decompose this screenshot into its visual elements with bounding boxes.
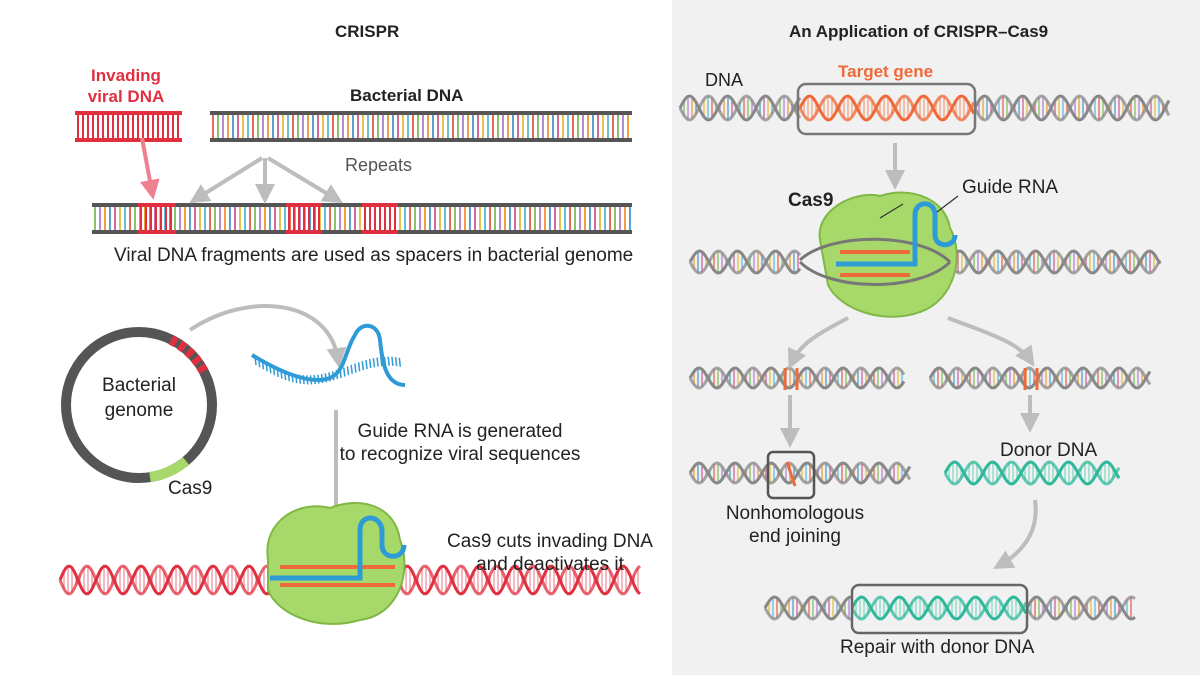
repair-box — [850, 583, 1029, 635]
genome-line1: Bacterial — [102, 375, 176, 396]
dna-helix-right — [973, 94, 1171, 122]
viral-dna-ladder — [75, 111, 182, 142]
nhej-helix — [688, 461, 912, 485]
nhej-join-mark — [785, 461, 797, 487]
cas9-right-label: Cas9 — [788, 190, 834, 211]
nhej-line2: end joining — [749, 526, 841, 547]
cuts-line1: Cas9 cuts invading DNA — [447, 531, 653, 552]
dna-helix-left — [678, 94, 802, 122]
cuts-line2: and deactivates it — [476, 554, 624, 575]
right-title: An Application of CRISPR–Cas9 — [789, 22, 1049, 41]
left-title: CRISPR — [335, 22, 400, 41]
nhej-label: Nonhomologous end joining — [700, 502, 890, 548]
viral-helix-left — [58, 564, 271, 596]
cas9-complex-right — [798, 191, 959, 318]
split-arrow-right — [947, 316, 1035, 367]
repair-donor-helix — [850, 595, 1028, 621]
bound-helix-right — [948, 249, 1162, 275]
repair-helix-left — [763, 595, 852, 621]
cut-helix-b — [928, 366, 1152, 390]
cas9-gene-label: Cas9 — [168, 478, 213, 499]
viral-insert-arrow — [139, 137, 160, 200]
dna-label: DNA — [705, 70, 744, 90]
viral-dna-helix — [58, 564, 641, 596]
bacterial-dna-label: Bacterial DNA — [350, 86, 464, 105]
nhej-line1: Nonhomologous — [725, 503, 865, 524]
invading-line2: viral DNA — [87, 87, 165, 106]
bacterial-dna-ladders — [75, 111, 632, 234]
guide-line2: to recognize viral sequences — [339, 444, 581, 465]
guide-rna-caption: Guide RNA is generated to recognize vira… — [335, 420, 585, 466]
bacterial-genome-circle — [61, 327, 217, 483]
spacers-caption: Viral DNA fragments are used as spacers … — [114, 245, 634, 266]
target-gene-helix — [798, 94, 976, 122]
guide-rna-hairpin — [250, 323, 406, 387]
guide-rna-right-label: Guide RNA — [962, 177, 1059, 198]
cas9-cuts-caption: Cas9 cuts invading DNA and deactivates i… — [440, 530, 660, 576]
target-gene-box — [796, 82, 977, 136]
donor-dna-label: Donor DNA — [1000, 440, 1098, 461]
donor-dna-helix — [943, 460, 1121, 486]
transcription-arrow — [188, 304, 347, 368]
guide-line1: Guide RNA is generated — [357, 421, 563, 442]
repeats-label: Repeats — [345, 155, 413, 175]
invading-line1: Invading — [91, 66, 161, 85]
split-arrow-left — [788, 316, 849, 370]
invading-viral-dna-label: Invading viral DNA — [86, 65, 166, 107]
bacterial-dna-ladder — [210, 111, 632, 142]
genome-line2: genome — [104, 400, 174, 421]
viral-helix-right — [396, 564, 641, 596]
bound-helix-left — [688, 249, 802, 275]
cas9-complex-left — [266, 501, 407, 625]
repair-arrow — [993, 499, 1038, 569]
spacer-genome-ladder — [92, 203, 632, 234]
repeat-arrow-left — [189, 156, 264, 204]
target-gene-label: Target gene — [838, 62, 934, 81]
repeat-arrow-right — [266, 156, 343, 204]
repair-label: Repair with donor DNA — [840, 637, 1035, 658]
bacterial-genome-label: Bacterial genome — [90, 373, 188, 423]
nhej-box — [766, 450, 816, 500]
repair-helix-right — [1025, 595, 1136, 621]
right-helices — [678, 94, 1171, 621]
